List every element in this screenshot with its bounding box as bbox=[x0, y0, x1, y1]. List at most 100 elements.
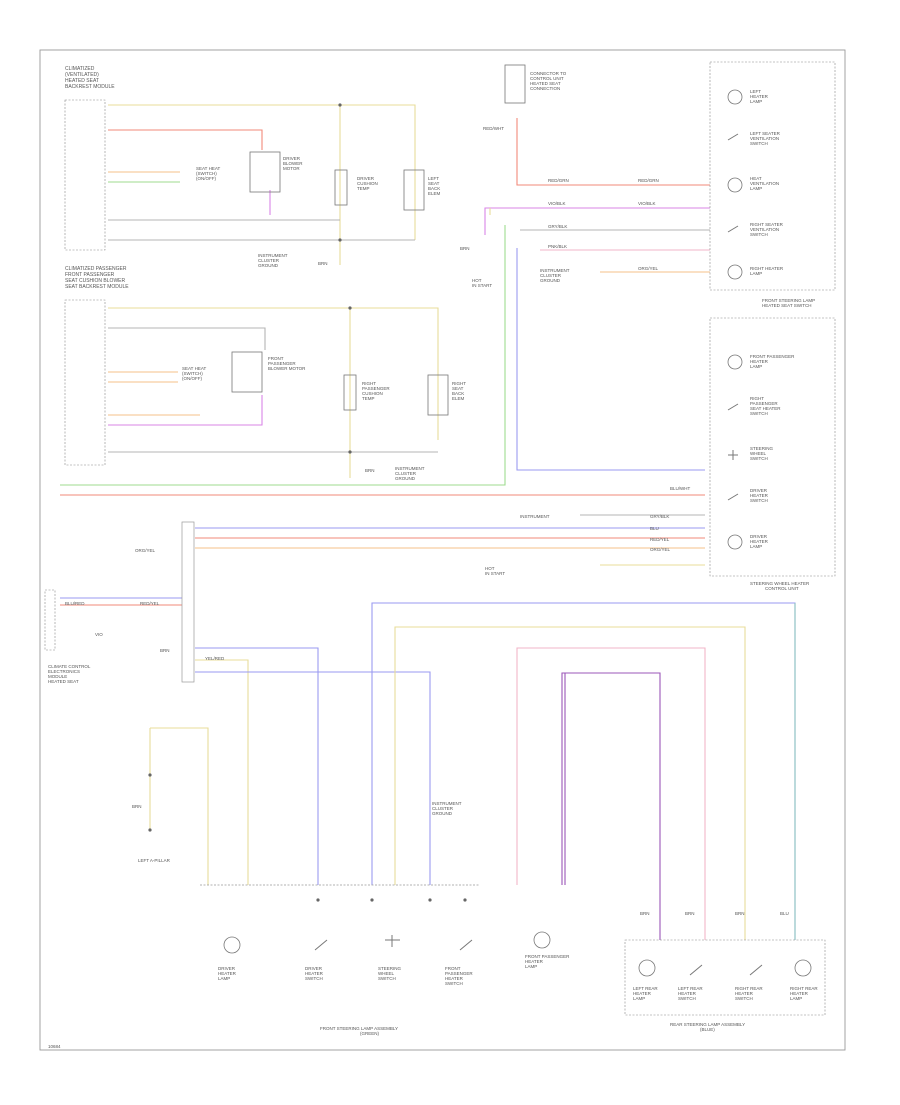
right-rear-switch-icon bbox=[749, 964, 763, 976]
svg-text:PNK/BLK: PNK/BLK bbox=[548, 244, 567, 249]
switch-panel-mid-box bbox=[709, 317, 836, 577]
driver-module-box bbox=[64, 99, 106, 251]
wire-yellow-drop bbox=[394, 626, 746, 940]
svg-text:VIO: VIO bbox=[95, 632, 103, 637]
svg-text:VIO/BLK: VIO/BLK bbox=[548, 201, 566, 206]
svg-text:ORG/YEL: ORG/YEL bbox=[638, 266, 659, 271]
wire-blue-down-c bbox=[195, 671, 431, 885]
svg-text:RED/GRN: RED/GRN bbox=[548, 178, 569, 183]
right-rear-lamp-icon bbox=[794, 959, 812, 977]
svg-text:BLU: BLU bbox=[650, 526, 659, 531]
connector-top-box bbox=[504, 64, 526, 104]
steering-wheel-switch-icon bbox=[728, 450, 738, 460]
left-ventilation-switch-icon bbox=[727, 133, 739, 141]
wire-gray-pass-a bbox=[108, 327, 266, 350]
svg-text:REAR STEERING LAMP ASSEMBLY(BL: REAR STEERING LAMP ASSEMBLY(BLUE) bbox=[670, 1022, 745, 1032]
left-small-module bbox=[44, 589, 56, 651]
svg-text:BRN: BRN bbox=[318, 261, 328, 266]
svg-text:ORG/YEL: ORG/YEL bbox=[650, 547, 671, 552]
passenger-seat-back-element bbox=[427, 374, 449, 416]
wire-red-driver bbox=[108, 129, 263, 150]
corner-code: 10684 bbox=[48, 1044, 61, 1049]
wire-yellow-left-loop bbox=[150, 727, 209, 885]
svg-text:BRN: BRN bbox=[365, 468, 375, 473]
svg-text:SEAT HEAT(SWITCH)(ON/OFF): SEAT HEAT(SWITCH)(ON/OFF) bbox=[182, 366, 207, 381]
wire-blue-down-a bbox=[195, 647, 319, 885]
passenger-module-box bbox=[64, 299, 106, 466]
svg-text:BRN: BRN bbox=[685, 911, 695, 916]
svg-text:BRN: BRN bbox=[640, 911, 650, 916]
splice-points bbox=[148, 103, 467, 902]
passenger-cushion-lamp bbox=[343, 374, 357, 411]
svg-text:BRN: BRN bbox=[160, 648, 170, 653]
svg-text:BLU: BLU bbox=[780, 911, 789, 916]
svg-text:INSTRUMENT: INSTRUMENT bbox=[520, 514, 550, 519]
wire-purple-drop bbox=[561, 672, 661, 940]
driver-heater-lamp-icon bbox=[727, 534, 743, 550]
svg-text:ORG/YEL: ORG/YEL bbox=[135, 548, 156, 553]
wire-violet-pass bbox=[108, 395, 263, 426]
wire-green-long bbox=[60, 225, 506, 486]
control-module-connector bbox=[181, 521, 195, 683]
outer-frame bbox=[39, 49, 846, 1051]
right-ventilation-switch-icon bbox=[727, 225, 739, 233]
wire-yellow-down-b bbox=[195, 659, 249, 885]
svg-text:LEFT A-PILLAR: LEFT A-PILLAR bbox=[138, 858, 171, 863]
svg-text:VIO/BLK: VIO/BLK bbox=[638, 201, 656, 206]
driver-heater-switch-icon bbox=[727, 493, 739, 501]
svg-text:RED/WHT: RED/WHT bbox=[483, 126, 504, 131]
left-rear-switch-icon bbox=[689, 964, 703, 976]
switch-panel-top-box bbox=[709, 61, 836, 291]
wire-pink-drop bbox=[516, 647, 706, 940]
svg-text:SEAT HEAT(SWITCH)(ON/OFF): SEAT HEAT(SWITCH)(ON/OFF) bbox=[196, 166, 221, 181]
svg-text:CLIMATIZED(VENTILATED)HEATED S: CLIMATIZED(VENTILATED)HEATED SEATBACKRES… bbox=[65, 66, 115, 90]
wire-red-top-right bbox=[516, 118, 710, 186]
svg-text:YEL/RED: YEL/RED bbox=[205, 656, 225, 661]
wire-blue-drop-a bbox=[371, 602, 796, 940]
wire-yellow-pass-top bbox=[108, 307, 439, 440]
driver-cushion-lamp bbox=[334, 169, 348, 206]
bottom-right-box bbox=[624, 939, 826, 1016]
driver-seat-back-element bbox=[403, 169, 425, 211]
bottom-driver-switch-icon bbox=[314, 939, 328, 951]
svg-text:BLU/WHT: BLU/WHT bbox=[670, 486, 691, 491]
svg-text:GRY/BLK: GRY/BLK bbox=[650, 514, 669, 519]
wire-violet-top-right bbox=[484, 207, 710, 235]
wire-blue-long bbox=[516, 248, 705, 471]
